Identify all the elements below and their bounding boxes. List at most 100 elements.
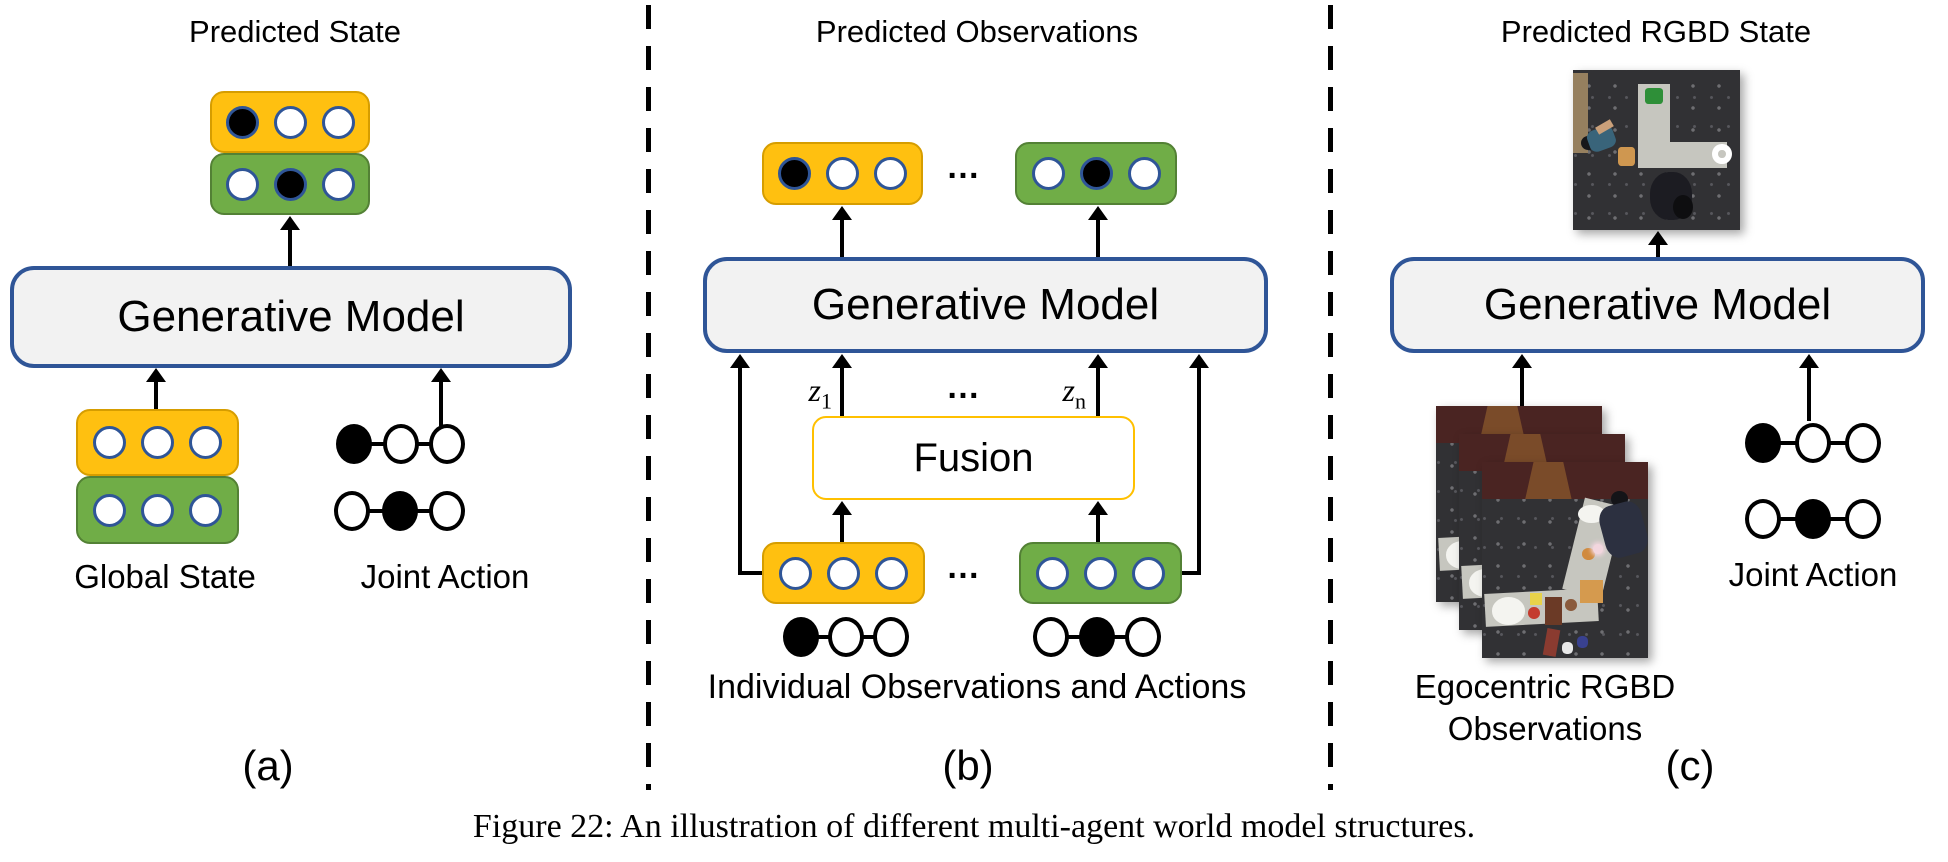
token-circle bbox=[827, 556, 860, 590]
token-circle bbox=[1036, 556, 1069, 590]
action-node-filled bbox=[1795, 499, 1831, 539]
token-circle bbox=[225, 167, 259, 201]
predicted-rgbd-state-image bbox=[1573, 70, 1740, 230]
panel-divider-ab bbox=[646, 5, 651, 790]
panel-a-predicted-token-yellow bbox=[210, 91, 370, 153]
arrow-gm-to-predicted-state bbox=[280, 216, 300, 266]
arrow-global-state-to-gm bbox=[146, 368, 166, 409]
tomato bbox=[1528, 607, 1541, 619]
elbow-left bbox=[738, 571, 764, 575]
token-circle bbox=[321, 105, 355, 139]
burger-mid bbox=[1581, 548, 1595, 560]
panel-a-title: Predicted State bbox=[189, 14, 401, 49]
panel-b-bottom-label: Individual Observations and Actions bbox=[707, 668, 1247, 706]
cheese bbox=[1530, 593, 1542, 606]
action-node bbox=[828, 617, 864, 657]
arrow-obs-left-skip-to-gm bbox=[730, 354, 750, 575]
door bbox=[1525, 462, 1572, 500]
panel-c-label: (c) bbox=[1665, 742, 1715, 789]
action-node bbox=[429, 491, 465, 531]
generative-model-label: Generative Model bbox=[811, 280, 1160, 329]
panel-c-action-chain-2 bbox=[1745, 499, 1881, 539]
arrow-joint-action-to-gm bbox=[431, 368, 451, 426]
arrow-ego-obs-to-gm bbox=[1512, 354, 1532, 406]
action-node bbox=[429, 424, 465, 464]
panel-a-joint-action-chain-1 bbox=[336, 424, 465, 464]
action-node bbox=[334, 491, 370, 531]
bottom-arm bbox=[1542, 627, 1561, 657]
panel-a-label: (a) bbox=[242, 742, 294, 789]
panel-c-action-chain-1 bbox=[1745, 423, 1881, 463]
panel-b-title: Predicted Observations bbox=[815, 14, 1139, 49]
action-node bbox=[1033, 617, 1069, 657]
arrow-gm-to-predicted-obs-left bbox=[832, 206, 852, 257]
action-node bbox=[1125, 617, 1161, 657]
fusion-box: Fusion bbox=[812, 416, 1135, 500]
action-node-filled bbox=[783, 617, 819, 657]
egocentric-label-line1: Egocentric RGBD bbox=[1414, 668, 1676, 705]
action-node bbox=[382, 424, 419, 464]
zn-label: zn bbox=[1062, 372, 1086, 414]
cutting-board bbox=[1545, 597, 1562, 625]
panel-a-global-state-label: Global State bbox=[74, 558, 256, 595]
panel-b-action-chain-1 bbox=[783, 617, 909, 657]
panel-b-action-chain-2 bbox=[1033, 617, 1161, 657]
panel-c-joint-action-label: Joint Action bbox=[1728, 556, 1898, 593]
token-circle bbox=[779, 556, 812, 590]
elbow-right bbox=[1179, 571, 1201, 575]
token-circle bbox=[321, 167, 355, 201]
token-circle bbox=[874, 157, 907, 190]
token-circle bbox=[875, 556, 908, 590]
token-circle bbox=[1127, 157, 1161, 190]
plate-big bbox=[1491, 597, 1526, 625]
ego-observation-image-front bbox=[1482, 462, 1648, 658]
arrow-obs-right-to-fusion bbox=[1088, 501, 1108, 542]
action-node bbox=[1745, 499, 1781, 539]
action-node bbox=[1845, 499, 1881, 539]
token-circle bbox=[1084, 556, 1117, 590]
panel-b-generative-model-box: Generative Model bbox=[703, 257, 1268, 353]
arrow-gm-to-predicted-obs-right bbox=[1088, 206, 1108, 257]
action-node-filled bbox=[1079, 617, 1115, 657]
token-circle-filled bbox=[778, 157, 811, 190]
token-circle bbox=[273, 105, 307, 139]
arrow-z1-to-gm bbox=[832, 354, 852, 416]
token-circle bbox=[1031, 157, 1065, 190]
arrow-joint-action-to-gm-c bbox=[1799, 354, 1819, 421]
action-node bbox=[1795, 423, 1831, 463]
panel-b-predicted-token-green bbox=[1015, 142, 1177, 205]
panel-a-predicted-token-green bbox=[210, 153, 370, 215]
ellipsis-top-tokens: … bbox=[946, 148, 983, 186]
panel-a-joint-action-chain-2 bbox=[334, 491, 465, 531]
white-ring-plate bbox=[1711, 143, 1732, 165]
glow-dot bbox=[1593, 544, 1604, 555]
figure-caption: Figure 22: An illustration of different … bbox=[472, 808, 1476, 845]
panel-c-generative-model-box: Generative Model bbox=[1390, 257, 1925, 353]
action-node-filled bbox=[336, 424, 372, 464]
token-circle bbox=[826, 157, 859, 190]
token-circle-filled bbox=[225, 105, 259, 139]
token-circle bbox=[141, 426, 174, 459]
green-object bbox=[1644, 87, 1664, 104]
panel-b-obs-token-yellow bbox=[762, 542, 925, 604]
arrow-gm-to-predicted-rgbd bbox=[1648, 231, 1668, 257]
panel-a-generative-model-box: Generative Model bbox=[10, 266, 572, 368]
panel-b-label: (b) bbox=[942, 742, 994, 789]
token-circle bbox=[1132, 556, 1165, 590]
token-circle-filled bbox=[1079, 157, 1113, 190]
generative-model-label: Generative Model bbox=[1483, 280, 1832, 329]
ellipsis-z-labels: … bbox=[946, 368, 983, 406]
orange-chair bbox=[1618, 146, 1635, 166]
arrow-zn-to-gm bbox=[1088, 354, 1108, 416]
generative-model-label: Generative Model bbox=[117, 292, 465, 341]
arrow-obs-left-to-fusion bbox=[832, 501, 852, 542]
z1-label: z1 bbox=[808, 372, 832, 414]
egocentric-label-line2: Observations bbox=[1447, 710, 1643, 747]
panel-a-joint-action-label: Joint Action bbox=[360, 558, 530, 595]
token-circle bbox=[141, 493, 174, 527]
shoe-blue bbox=[1576, 636, 1589, 649]
wood-panel bbox=[1573, 73, 1589, 154]
panel-divider-bc bbox=[1328, 5, 1333, 790]
orange-box bbox=[1579, 579, 1604, 604]
